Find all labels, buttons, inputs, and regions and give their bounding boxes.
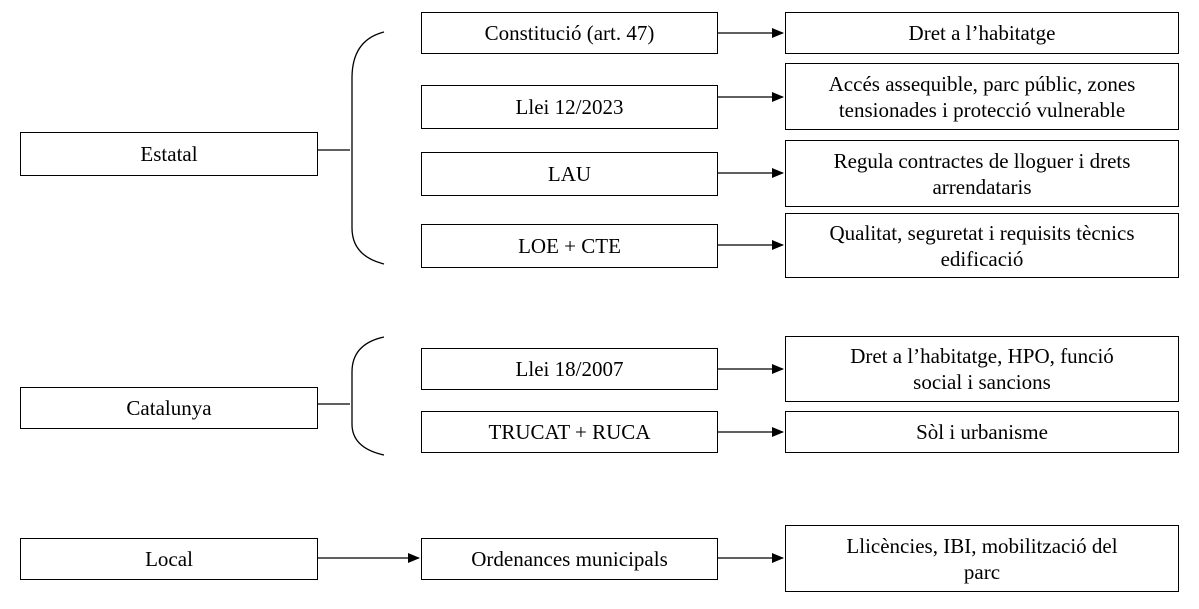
law-label-trucat-ruca: TRUCAT + RUCA — [488, 420, 651, 444]
outcome-label-llicencies: Llicències, IBI, mobilització del parc — [846, 533, 1118, 584]
brace-catalunya — [351, 336, 385, 456]
law-box-lau: LAU — [421, 152, 718, 196]
law-label-loe-cte: LOE + CTE — [518, 234, 621, 258]
outcome-label-dret-hpo: Dret a l’habitatge, HPO, funció social i… — [850, 344, 1114, 394]
outcome-box-llicencies: Llicències, IBI, mobilització del parc — [785, 525, 1179, 592]
outcome-label-acces-assequible: Accés assequible, parc públic, zones ten… — [828, 71, 1136, 122]
level-box-estatal: Estatal — [20, 132, 318, 176]
law-box-llei-18-2007: Llei 18/2007 — [421, 348, 718, 390]
outcome-label-regula-contractes: Regula contractes de lloguer i drets arr… — [833, 148, 1131, 199]
level-label-catalunya: Catalunya — [126, 396, 212, 420]
law-label-constitucio: Constitució (art. 47) — [484, 21, 655, 45]
law-box-constitucio: Constitució (art. 47) — [421, 12, 718, 54]
law-label-ordenances: Ordenances municipals — [471, 547, 668, 571]
outcome-box-regula-contractes: Regula contractes de lloguer i drets arr… — [785, 140, 1179, 207]
outcome-box-dret-hpo: Dret a l’habitatge, HPO, funció social i… — [785, 336, 1179, 402]
outcome-label-dret-habitatge: Dret a l’habitatge — [908, 21, 1056, 45]
level-label-estatal: Estatal — [140, 142, 198, 166]
law-box-llei-12-2023: Llei 12/2023 — [421, 85, 718, 129]
law-label-lau: LAU — [547, 162, 592, 186]
outcome-box-qualitat-seguretat: Qualitat, seguretat i requisits tècnics … — [785, 213, 1179, 278]
outcome-box-acces-assequible: Accés assequible, parc públic, zones ten… — [785, 63, 1179, 130]
level-box-local: Local — [20, 538, 318, 580]
level-label-local: Local — [145, 547, 193, 571]
law-label-llei-12-2023: Llei 12/2023 — [515, 95, 624, 119]
law-box-trucat-ruca: TRUCAT + RUCA — [421, 411, 718, 453]
outcome-box-sol-urbanisme: Sòl i urbanisme — [785, 411, 1179, 453]
outcome-box-dret-habitatge: Dret a l’habitatge — [785, 12, 1179, 54]
outcome-label-sol-urbanisme: Sòl i urbanisme — [916, 420, 1048, 444]
law-box-ordenances: Ordenances municipals — [421, 538, 718, 580]
law-box-loe-cte: LOE + CTE — [421, 224, 718, 268]
law-label-llei-18-2007: Llei 18/2007 — [515, 357, 624, 381]
outcome-label-qualitat-seguretat: Qualitat, seguretat i requisits tècnics … — [829, 220, 1135, 271]
brace-estatal — [351, 31, 385, 265]
level-box-catalunya: Catalunya — [20, 387, 318, 429]
